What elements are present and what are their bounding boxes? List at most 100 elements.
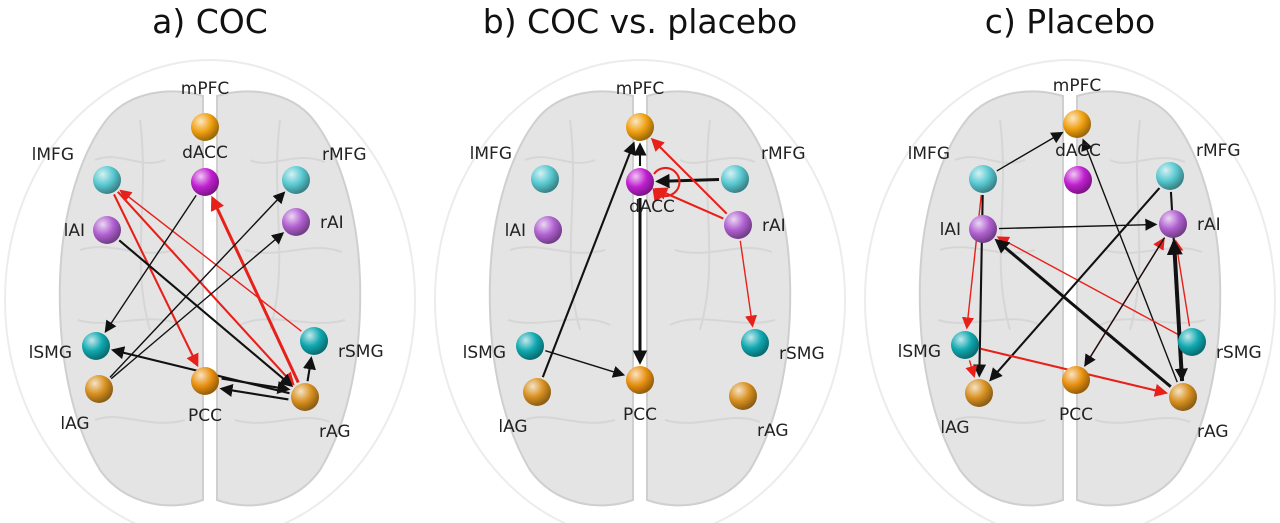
node-lMFG	[969, 165, 997, 193]
node-PCC	[1062, 366, 1090, 394]
node-lAG	[965, 379, 993, 407]
node-lSMG	[516, 332, 544, 360]
node-label-lAI: lAI	[940, 220, 961, 240]
node-label-lAI: lAI	[505, 221, 526, 241]
edge-rSMG-to-lMFG	[119, 189, 302, 332]
edge-PCC-to-rAG	[221, 377, 291, 395]
edge-lAI-to-rAI	[998, 218, 1158, 231]
node-label-lSMG: lSMG	[29, 343, 72, 363]
edge-lMFG-to-rAG	[117, 191, 295, 386]
node-label-PCC: PCC	[1059, 405, 1093, 425]
node-label-PCC: PCC	[623, 405, 657, 425]
edge-rAI-to-dACC	[654, 187, 724, 220]
node-label-mPFC: mPFC	[1053, 76, 1101, 96]
edge-dACC-to-dACC	[652, 166, 681, 203]
node-label-mPFC: mPFC	[616, 79, 664, 99]
edge-rSMG-to-lAI	[996, 236, 1179, 336]
node-rAI	[282, 208, 310, 236]
node-label-lMFG: lMFG	[908, 144, 950, 164]
edge-lMFG-to-PCC	[113, 193, 199, 368]
node-label-lAG: lAG	[498, 417, 527, 437]
node-layer: mPFC dACC lMFG rMFG lAI rAI lSMG rSMG lAG PCC rAG	[898, 76, 1262, 442]
node-rMFG	[282, 166, 310, 194]
node-lAG	[523, 378, 551, 406]
panel-title: b) COC vs. placebo	[482, 2, 798, 41]
node-label-rMFG: rMFG	[1196, 141, 1241, 161]
node-label-rSMG: rSMG	[338, 342, 384, 362]
node-mPFC	[1063, 110, 1091, 138]
node-dACC	[191, 168, 219, 196]
node-label-lSMG: lSMG	[463, 343, 506, 363]
edge-rAG-to-PCC	[219, 383, 289, 401]
node-rMFG	[1156, 162, 1184, 190]
node-label-lMFG: lMFG	[470, 144, 512, 164]
panel-coc: a) COC mPFC dACC lMFG rMFG lAI rAI lSMG rSMG lAG…	[0, 0, 420, 523]
node-rSMG	[741, 329, 769, 357]
node-label-rSMG: rSMG	[1216, 343, 1262, 363]
node-PCC	[191, 367, 219, 395]
edge-rAI-to-mPFC	[650, 137, 728, 215]
panel-placebo: c) Placebo mPFC dACC lMFG rMFG lAI rAI lSMG rSM…	[860, 0, 1280, 523]
node-rSMG	[300, 327, 328, 355]
edge-layer	[104, 189, 316, 401]
node-label-rMFG: rMFG	[322, 145, 367, 165]
node-label-rAG: rAG	[757, 421, 789, 441]
node-dACC	[626, 168, 654, 196]
node-label-rAI: rAI	[320, 213, 344, 233]
node-rAI	[724, 211, 752, 239]
edge-rAI-to-PCC	[1084, 237, 1166, 367]
node-label-rMFG: rMFG	[761, 144, 806, 164]
node-label-lSMG: lSMG	[898, 342, 941, 362]
edge-rSMG-to-rAI	[1171, 239, 1191, 327]
node-dACC	[1064, 166, 1092, 194]
node-lSMG	[82, 332, 110, 360]
edge-lAG-to-rMFG	[109, 191, 286, 378]
node-rSMG	[1178, 328, 1206, 356]
edge-lAI-to-rAG	[118, 239, 294, 388]
node-label-rAG: rAG	[319, 422, 351, 442]
node-lAI	[93, 216, 121, 244]
node-rMFG	[721, 165, 749, 193]
panel-title: c) Placebo	[984, 2, 1156, 41]
node-rAG	[729, 382, 757, 410]
node-lSMG	[951, 331, 979, 359]
edge-layer	[961, 131, 1191, 397]
node-lMFG	[93, 166, 121, 194]
node-label-dACC: dACC	[182, 143, 228, 163]
edge-rAG-to-dACC	[210, 195, 300, 384]
edge-lAG-to-mPFC	[541, 141, 636, 378]
edge-rMFG-to-lAG	[989, 187, 1161, 382]
edge-rAG-to-mPFC	[1081, 138, 1178, 383]
node-label-lAG: lAG	[60, 414, 89, 434]
node-rAG	[1169, 383, 1197, 411]
node-label-rAG: rAG	[1197, 422, 1229, 442]
node-mPFC	[626, 113, 654, 141]
edge-rAI-to-rSMG	[739, 240, 758, 328]
edge-rAG-to-lAI	[994, 238, 1172, 388]
node-label-dACC: dACC	[1055, 141, 1101, 161]
edge-rMFG-to-dACC	[655, 173, 720, 189]
node-label-lAI: lAI	[64, 221, 85, 241]
edge-lSMG-to-PCC	[545, 350, 626, 378]
edge-rAG-to-rSMG	[302, 356, 316, 382]
panel-title: a) COC	[152, 2, 268, 41]
node-label-rAI: rAI	[1197, 215, 1221, 235]
node-rAI	[1159, 210, 1187, 238]
node-label-PCC: PCC	[188, 406, 222, 426]
node-label-rSMG: rSMG	[779, 344, 825, 364]
edge-lAG-to-rAI	[110, 232, 285, 380]
edge-lMFG-to-mPFC	[996, 131, 1064, 172]
node-layer: mPFC dACC lMFG rMFG lAI rAI lSMG rSMG lAG PCC rAG	[29, 79, 384, 442]
node-mPFC	[191, 113, 219, 141]
node-lMFG	[531, 165, 559, 193]
network-diagram: mPFC dACC lMFG rMFG lAI rAI lSMG rSMG lAG PCC rAG	[4, 59, 416, 523]
node-label-lAG: lAG	[940, 418, 969, 438]
edge-layer	[541, 137, 758, 378]
node-lAG	[85, 375, 113, 403]
node-label-lMFG: lMFG	[32, 145, 74, 165]
node-label-mPFC: mPFC	[181, 79, 229, 99]
edge-dACC-to-lSMG	[104, 194, 197, 334]
